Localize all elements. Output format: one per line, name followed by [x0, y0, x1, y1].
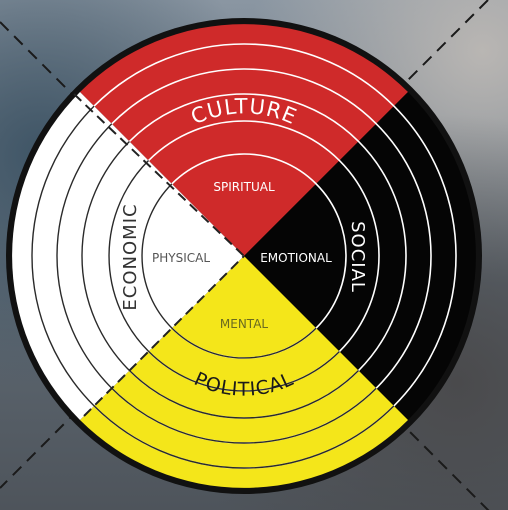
ring-arc — [31, 105, 395, 469]
label-economic: ECONOMIC — [120, 203, 141, 310]
ring-arc — [108, 160, 340, 392]
quadrant-political — [80, 256, 408, 488]
dashed-divider-line — [83, 255, 245, 417]
label-mental: MENTAL — [220, 317, 269, 331]
quadrant-culture — [80, 24, 408, 257]
quadrant-economic — [12, 92, 244, 420]
quadrant-social — [244, 92, 476, 420]
ring-arc — [141, 183, 317, 359]
label-physical: PHYSICAL — [152, 251, 210, 265]
label-spiritual: SPIRITUAL — [213, 180, 275, 194]
dashed-divider-line — [73, 93, 245, 257]
label-emotional: EMOTIONAL — [260, 251, 332, 265]
label-social: SOCIAL — [347, 221, 368, 293]
